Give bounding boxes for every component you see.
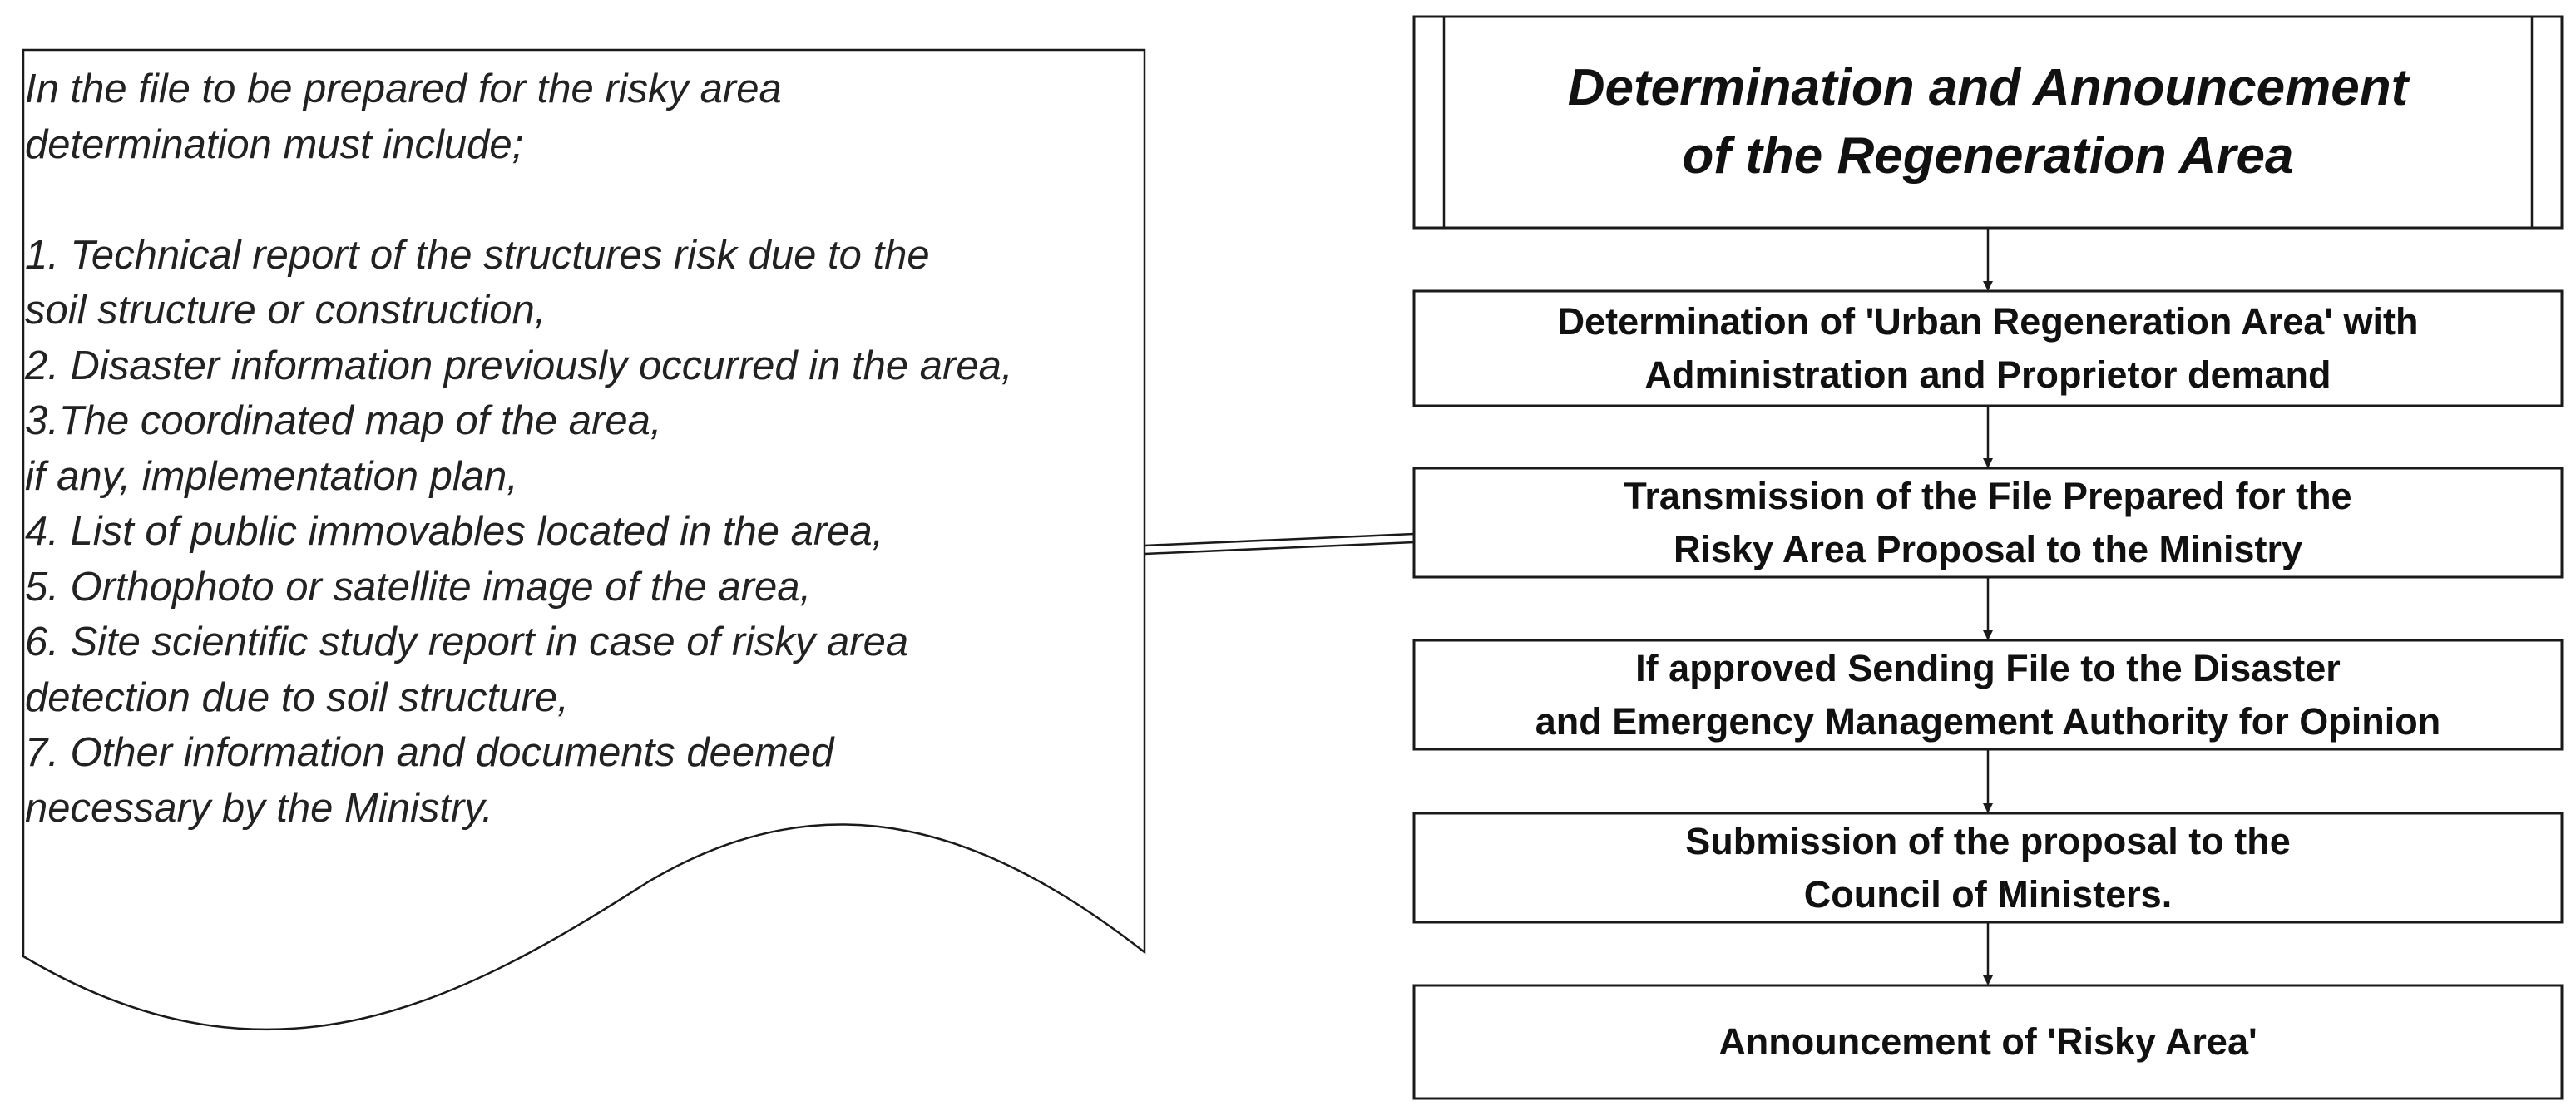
document-intro-line: In the file to be prepared for the risky…	[25, 67, 782, 111]
flow-title-box: Determination and Announcement of the Re…	[1444, 17, 2532, 228]
document-connector-line-1	[1144, 532, 1415, 547]
document-item-line: 4. List of public immovables located in …	[25, 509, 884, 554]
step-text-line: and Emergency Management Authority for O…	[1535, 699, 2441, 743]
document-item-line: 7. Other information and documents deeme…	[25, 730, 834, 775]
flow-title-line: of the Regeneration Area	[1682, 127, 2294, 185]
step-opinion-box: If approved Sending File to the Disaster…	[1414, 640, 2562, 749]
step-text-line: Announcement of 'Risky Area'	[1718, 1020, 2257, 1063]
document-item-line: 6. Site scientific study report in case …	[25, 620, 909, 664]
step-transmission-box: Transmission of the File Prepared for th…	[1414, 468, 2562, 577]
step-text-line: Submission of the proposal to the	[1685, 819, 2291, 862]
step-text-line: If approved Sending File to the Disaster	[1635, 646, 2341, 689]
document-item-line: detection due to soil structure,	[25, 674, 569, 720]
document-item-line: 2. Disaster information previously occur…	[25, 343, 1013, 388]
document-blank-line	[25, 172, 1156, 228]
step-box-border-5	[1412, 984, 2564, 1100]
document-item-line: 1. Technical report of the structures ri…	[25, 232, 930, 278]
step-text-line: Administration and Proprietor demand	[1644, 353, 2331, 396]
document-connector-line-2	[1144, 541, 1415, 556]
document-text: In the file to be prepared for the risky…	[25, 62, 1156, 836]
document-item-line: if any, implementation plan,	[25, 453, 518, 499]
document-shape	[22, 48, 1146, 1031]
step-announcement-box: Announcement of 'Risky Area'	[1414, 985, 2562, 1099]
step-text-line: Risky Area Proposal to the Ministry	[1673, 527, 2303, 570]
document-item-line: 5. Orthophoto or satellite image of the …	[25, 564, 812, 610]
step-text-line: Determination of 'Urban Regeneration Are…	[1557, 300, 2419, 343]
step-text-line: Council of Ministers.	[1803, 872, 2173, 916]
document-item-line: 3.The coordinated map of the area,	[25, 398, 662, 443]
document-intro-line: determination must include;	[25, 121, 524, 167]
document-item-line: necessary by the Ministry.	[25, 785, 493, 831]
document-item-line: soil structure or construction,	[25, 288, 546, 333]
flow-title-line: Determination and Announcement	[1567, 59, 2409, 116]
step-submission-box: Submission of the proposal to the Counci…	[1414, 813, 2562, 922]
step-text-line: Transmission of the File Prepared for th…	[1624, 474, 2352, 517]
step-determination-box: Determination of 'Urban Regeneration Are…	[1414, 291, 2562, 406]
